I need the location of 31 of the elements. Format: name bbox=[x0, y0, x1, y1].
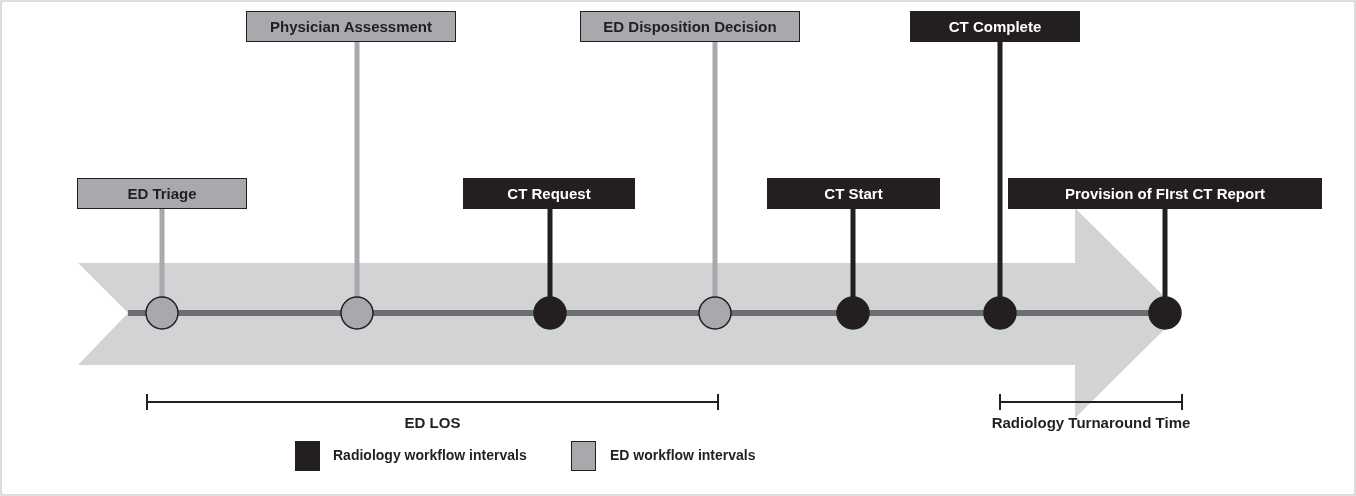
timeline-point bbox=[340, 296, 374, 330]
event-box: CT Start bbox=[767, 178, 940, 209]
timeline-point bbox=[533, 296, 567, 330]
timeline-point bbox=[983, 296, 1017, 330]
timeline-line bbox=[373, 310, 534, 316]
legend-label: Radiology workflow intervals bbox=[333, 447, 527, 463]
connector-line bbox=[997, 42, 1003, 297]
connector-line bbox=[850, 209, 856, 297]
connector-line bbox=[547, 209, 553, 297]
event-box: Provision of FIrst CT Report bbox=[1008, 178, 1322, 209]
event-box: ED Triage bbox=[77, 178, 247, 209]
timeline-point bbox=[1148, 296, 1182, 330]
timeline-line bbox=[1016, 310, 1149, 316]
timeline-point bbox=[836, 296, 870, 330]
timeline-point bbox=[145, 296, 179, 330]
interval-label: ED LOS bbox=[404, 414, 461, 431]
timeline-line bbox=[731, 310, 837, 316]
event-box: CT Request bbox=[463, 178, 635, 209]
timeline-point bbox=[698, 296, 732, 330]
event-box: Physician Assessment bbox=[246, 11, 456, 42]
event-box: ED Disposition Decision bbox=[580, 11, 800, 42]
event-box: CT Complete bbox=[910, 11, 1080, 42]
legend-label: ED workflow intervals bbox=[610, 447, 756, 463]
connector-line bbox=[1162, 209, 1168, 297]
connector-line bbox=[354, 42, 360, 297]
timeline-line bbox=[869, 310, 984, 316]
connector-line bbox=[712, 42, 718, 297]
connector-line bbox=[159, 209, 165, 297]
timeline-line bbox=[566, 310, 699, 316]
timeline-line bbox=[178, 310, 341, 316]
interval-label: Radiology Turnaround Time bbox=[991, 414, 1191, 431]
